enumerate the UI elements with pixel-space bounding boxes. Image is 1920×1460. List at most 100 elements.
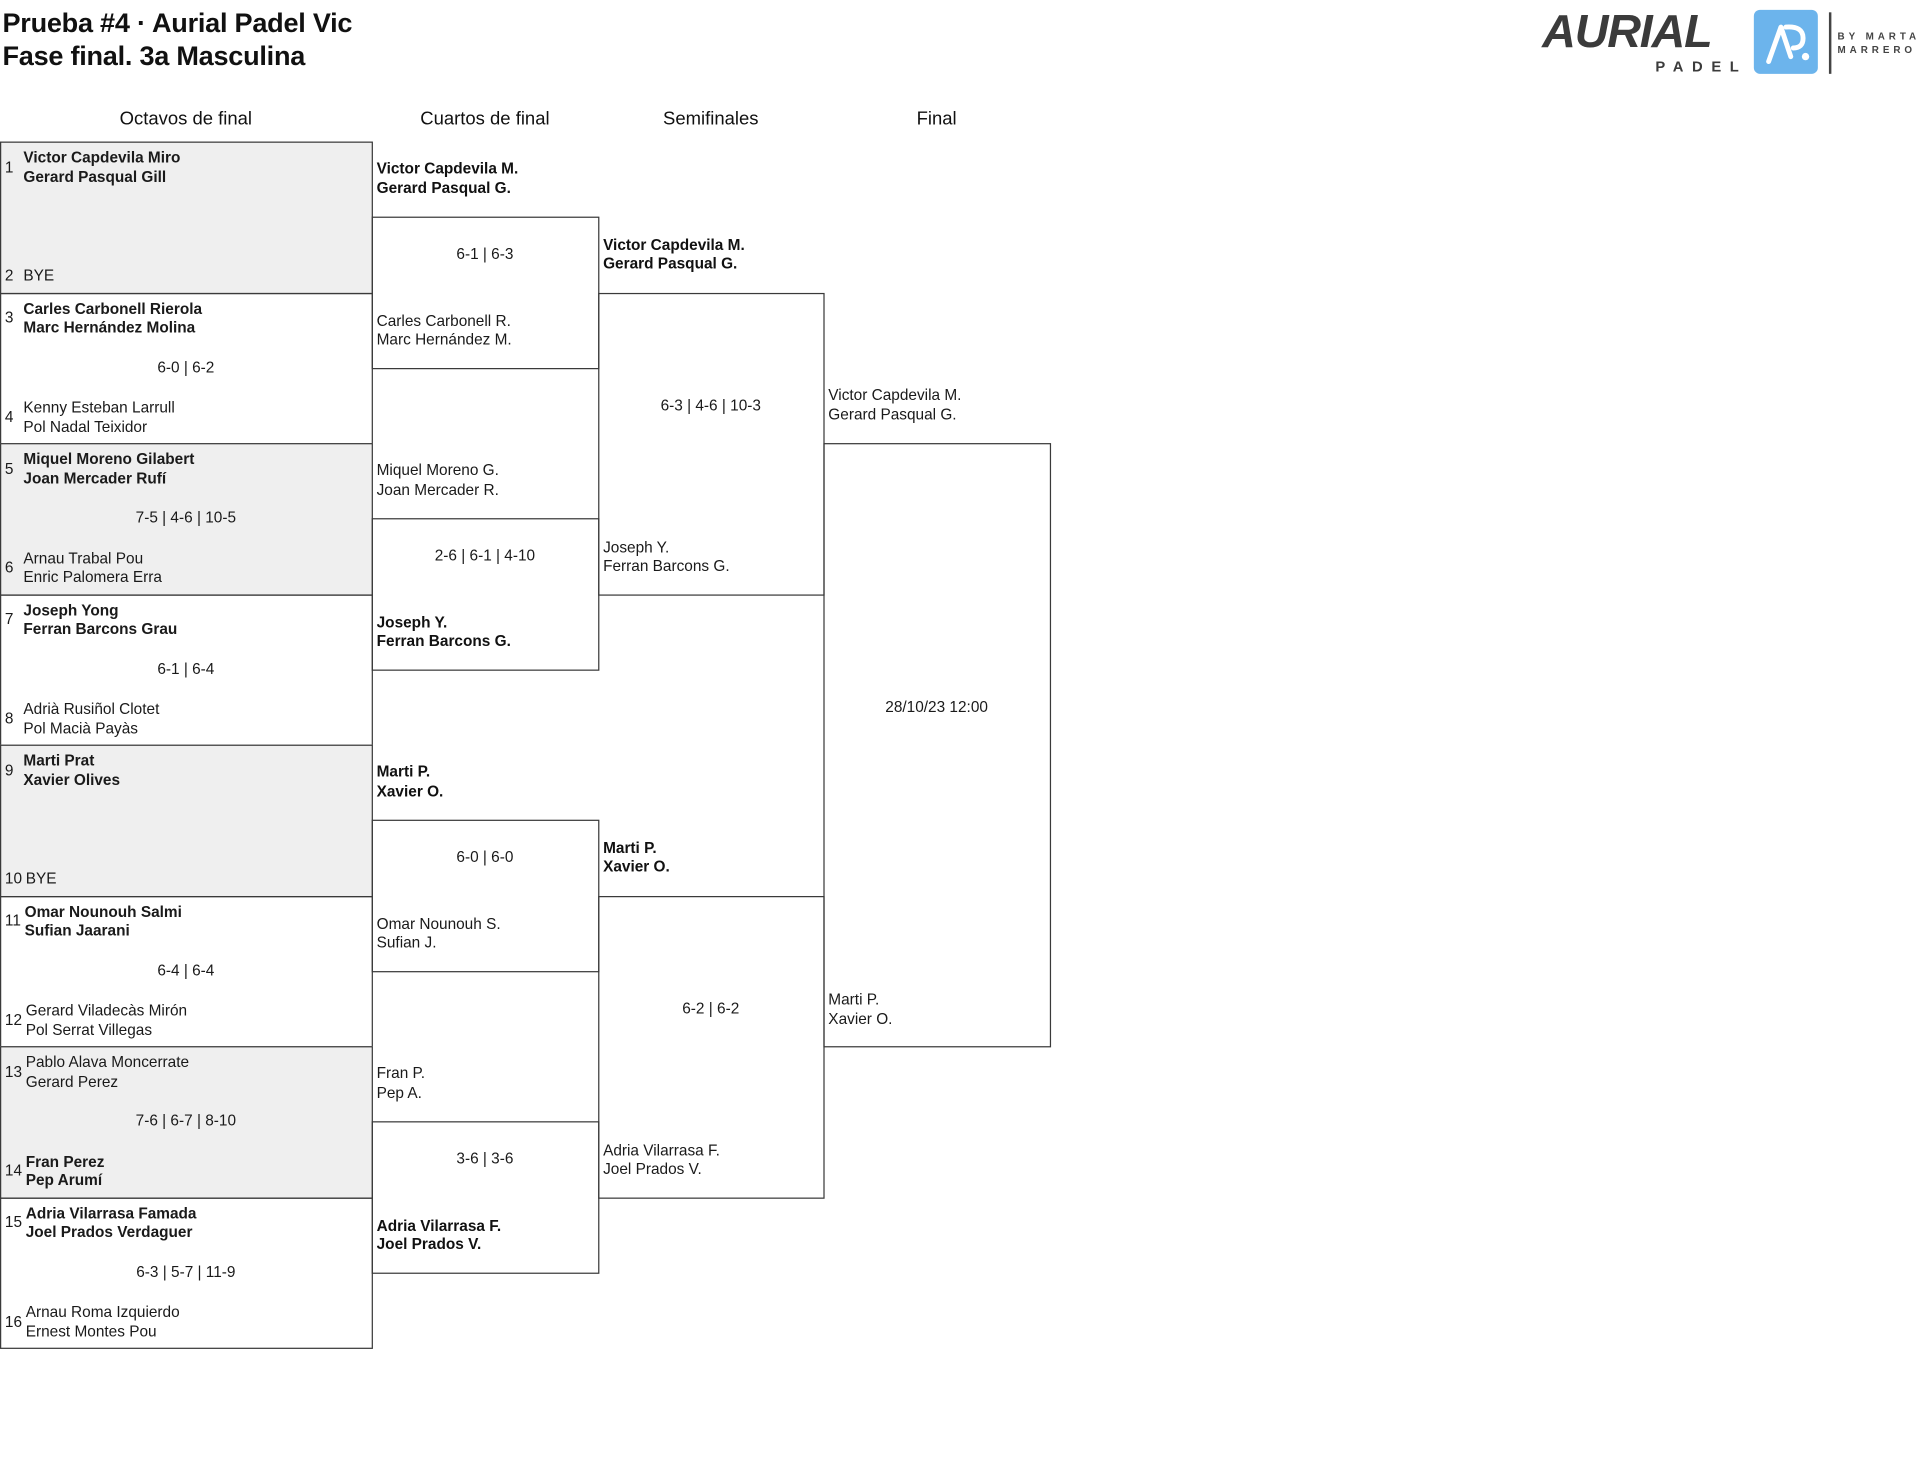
player-name: Pol Nadal Teixidor xyxy=(23,417,148,436)
player-name: Joel Prados Verdaguer xyxy=(25,1223,193,1241)
player-name: Gerard Pasqual Gill xyxy=(23,168,167,186)
player-name: Adria Vilarrasa F. xyxy=(603,1141,720,1159)
player-name: Xavier O. xyxy=(376,782,444,800)
team-bottom[interactable]: Omar Nounouh S.Sufian J. xyxy=(377,915,501,953)
team-top[interactable]: Marti P.Xavier O. xyxy=(603,839,670,877)
match-box[interactable] xyxy=(0,744,373,897)
player-name: Marc Hernández Molina xyxy=(23,318,196,337)
seed-number: 14 xyxy=(4,1162,23,1180)
match-box[interactable] xyxy=(0,1046,373,1199)
player-name: Pablo Alava Moncerrate xyxy=(25,1053,190,1071)
player-name: Gerard Pasqual G. xyxy=(376,179,511,197)
round-header: Semifinales xyxy=(663,108,759,130)
match-score: 6-4 | 6-4 xyxy=(157,961,215,979)
seed-number: 12 xyxy=(4,1011,23,1029)
player-name: Gerard Pasqual G. xyxy=(603,254,738,273)
player-name: Arnau Trabal Pou xyxy=(23,549,144,567)
round-header: Octavos de final xyxy=(119,108,253,130)
seed-number: 8 xyxy=(4,709,14,728)
player-name: Victor Capdevila M. xyxy=(603,235,745,253)
match-score: 7-6 | 6-7 | 8-10 xyxy=(135,1112,237,1130)
logo-brand: AURIAL xyxy=(1542,6,1713,58)
team-bottom[interactable]: Carles Carbonell R.Marc Hernández M. xyxy=(377,312,512,350)
player-name: Marc Hernández M. xyxy=(376,331,512,349)
player-name: Adria Vilarrasa Famada xyxy=(25,1204,197,1222)
team-top[interactable]: Fran P.Pep A. xyxy=(377,1065,425,1103)
seed-number: 5 xyxy=(4,460,14,478)
player-name: Xavier O. xyxy=(603,857,670,876)
logo-byline: BY MARTA MARRERO xyxy=(1838,30,1920,57)
player-name: BYE xyxy=(23,267,55,285)
match-score: 6-2 | 6-2 xyxy=(682,999,740,1017)
player-name: Joseph Y. xyxy=(603,538,670,556)
seed-number: 2 xyxy=(4,267,14,285)
team-top[interactable]: Marti P.Xavier O. xyxy=(377,763,444,801)
team-bottom[interactable]: Adria Vilarrasa F.Joel Prados V. xyxy=(603,1142,720,1180)
player-name: Victor Capdevila M. xyxy=(376,160,519,178)
team-bottom[interactable]: Marti P.Xavier O. xyxy=(828,991,892,1029)
team-bottom[interactable]: Joseph Y.Ferran Barcons G. xyxy=(603,538,730,576)
logo-divider xyxy=(1828,12,1832,74)
seed-number: 3 xyxy=(4,309,14,327)
player-name: Fran P. xyxy=(376,1064,426,1083)
seed-number: 13 xyxy=(4,1063,23,1081)
player-name: Joel Prados V. xyxy=(603,1160,702,1178)
player-name: Miquel Moreno Gilabert xyxy=(23,450,195,468)
seed-number: 4 xyxy=(4,408,14,426)
player-name: BYE xyxy=(25,870,57,888)
logo-sub: PADEL xyxy=(1655,57,1748,76)
team-bottom[interactable]: 2 BYE xyxy=(5,267,54,286)
match-score: 6-3 | 5-7 | 11-9 xyxy=(136,1263,236,1281)
team-top[interactable]: Victor Capdevila M.Gerard Pasqual G. xyxy=(603,236,745,274)
seed-number: 10 xyxy=(4,870,23,888)
match-box[interactable] xyxy=(823,443,1052,1048)
team-top[interactable]: Victor Capdevila M.Gerard Pasqual G. xyxy=(377,160,519,198)
player-name: Joan Mercader Rufí xyxy=(23,469,167,487)
player-name: Omar Nounouh S. xyxy=(376,915,501,933)
logo-ap-icon xyxy=(1753,9,1818,74)
team-bottom[interactable]: Adria Vilarrasa F.Joel Prados V. xyxy=(377,1217,502,1255)
match-score: 6-3 | 4-6 | 10-3 xyxy=(660,396,761,414)
match-score: 6-0 | 6-0 xyxy=(456,848,514,867)
team-bottom[interactable]: Joseph Y.Ferran Barcons G. xyxy=(377,614,511,652)
player-name: Sufian J. xyxy=(376,934,437,952)
round-header: Cuartos de final xyxy=(420,108,550,130)
match-datetime: 28/10/23 12:00 xyxy=(885,698,988,716)
player-name: Fran Perez xyxy=(25,1152,105,1170)
player-name: Joseph Y. xyxy=(376,613,448,632)
player-name: Joseph Yong xyxy=(23,601,119,619)
match-box[interactable] xyxy=(0,443,373,596)
seed-number: 11 xyxy=(4,912,21,930)
team-top[interactable]: Victor Capdevila M.Gerard Pasqual G. xyxy=(828,386,961,424)
team-names: BYE xyxy=(23,267,54,286)
player-name: Carles Carbonell Rierola xyxy=(23,299,203,317)
match-score: 6-0 | 6-2 xyxy=(157,358,215,376)
team-top[interactable]: Miquel Moreno G.Joan Mercader R. xyxy=(377,462,499,500)
player-name: Gerard Viladecàs Mirón xyxy=(25,1001,188,1020)
player-name: Enric Palomera Erra xyxy=(23,568,162,586)
player-name: Victor Capdevila M. xyxy=(828,386,962,404)
